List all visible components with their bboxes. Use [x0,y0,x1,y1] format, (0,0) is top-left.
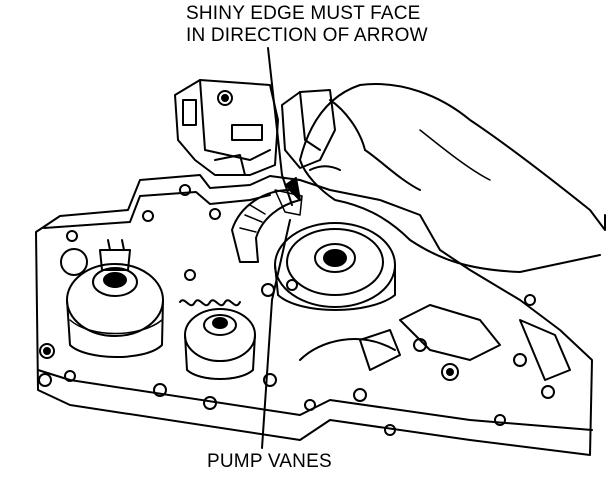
housing-side-face [37,369,593,431]
left-gear-assembly [66,239,164,358]
direction-arrow [285,177,301,201]
pump-rotor [274,222,396,311]
hand-illustration [299,83,606,273]
shiny-edge-callout: SHINY EDGE MUST FACE IN DIRECTION OF ARR… [186,3,428,47]
pump-vanes-leader [261,219,291,449]
pump-vanes-label: PUMP VANES [207,451,332,472]
shiny-edge-leader [267,47,293,206]
solenoid-block [174,79,279,176]
spring-coil [179,299,241,307]
bracket-right [281,89,336,169]
plate-channels [359,304,571,381]
housing-outline [35,174,593,456]
shiny-edge-callout-line1: SHINY EDGE MUST FACE [186,3,421,24]
center-bearing [184,308,256,380]
housing-top-edge [43,191,271,229]
bolt-holes [38,184,555,436]
shiny-edge-callout-line2: IN DIRECTION OF ARROW [186,25,428,46]
solenoid-bolt [217,90,233,106]
